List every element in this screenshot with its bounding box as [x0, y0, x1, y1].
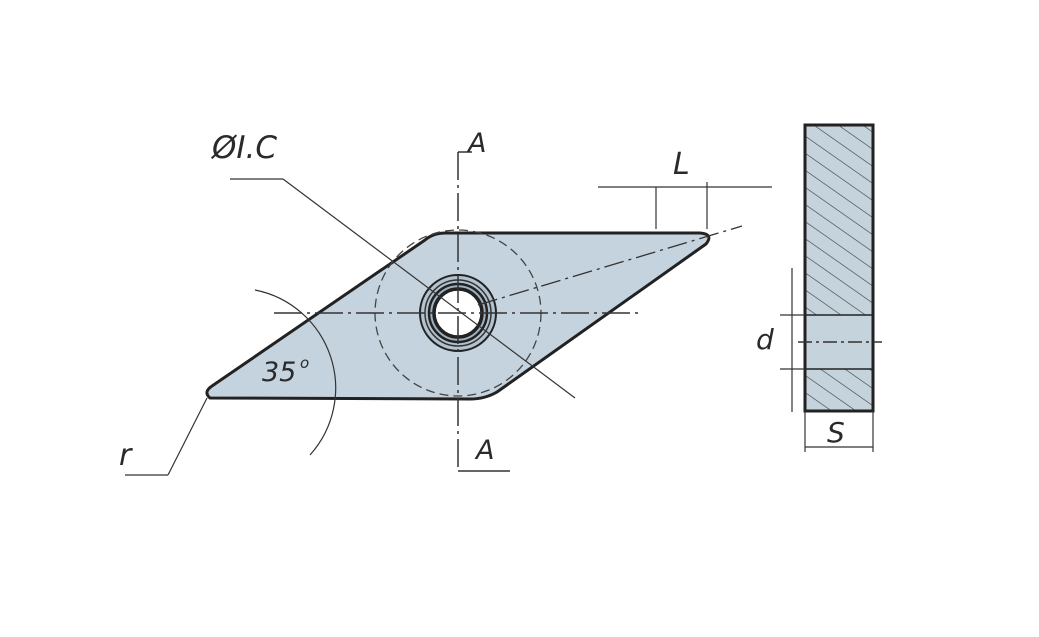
radius-label: r [119, 438, 133, 473]
thickness-label: S [827, 416, 845, 449]
hole-diameter-dimension [780, 268, 805, 412]
section-label-bottom: A [474, 435, 494, 466]
angle-label: 35 [262, 357, 296, 388]
ic-diameter-label: ØI.C [210, 130, 277, 166]
length-label: L [673, 147, 690, 182]
hole-diameter-label: d [756, 323, 774, 356]
insert-section-view [780, 123, 882, 452]
tip-axis-line [477, 225, 743, 306]
length-dimension [598, 182, 772, 229]
angle-arc [254, 289, 337, 456]
angle-unit-label: o [300, 354, 309, 372]
insert-top-view [125, 151, 772, 476]
thickness-dimension [804, 411, 874, 452]
center-lines [274, 151, 642, 472]
section-label-top: A [466, 128, 486, 159]
